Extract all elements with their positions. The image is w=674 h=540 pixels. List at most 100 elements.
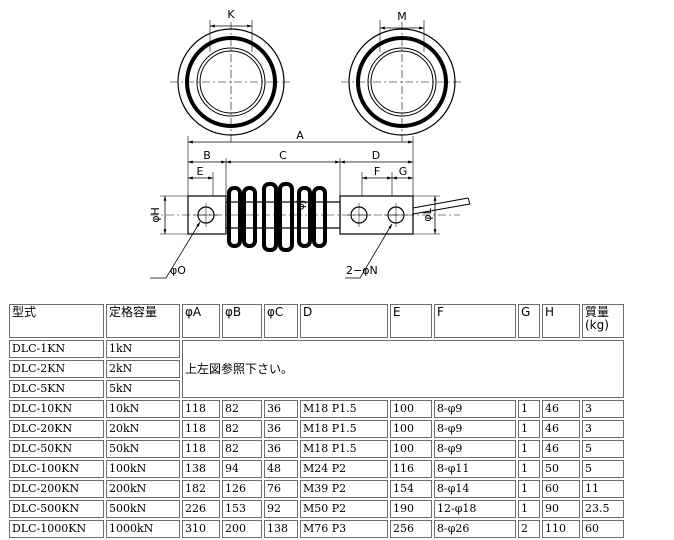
- cell-h: 60: [542, 480, 580, 498]
- cell-c: 92: [264, 500, 298, 518]
- dim-label-e: E: [197, 165, 204, 178]
- dim-label-d: D: [372, 149, 380, 162]
- side-view: [150, 182, 471, 252]
- cell-f: 8-φ9: [434, 440, 516, 458]
- cell-b: 82: [222, 400, 262, 418]
- cell-f: 8-φ14: [434, 480, 516, 498]
- cell-model: DLC-1KN: [9, 340, 104, 358]
- dim-label-c: C: [279, 149, 287, 162]
- cell-mass: 3: [582, 400, 624, 418]
- cell-model: DLC-50KN: [9, 440, 104, 458]
- cell-model: DLC-5KN: [9, 380, 104, 398]
- cell-h: 46: [542, 420, 580, 438]
- cell-c: 36: [264, 400, 298, 418]
- cell-e: 256: [390, 520, 432, 538]
- dim-label-f: F: [374, 165, 380, 178]
- cell-g: 1: [518, 500, 540, 518]
- cell-a: 310: [182, 520, 220, 538]
- cell-g: 1: [518, 480, 540, 498]
- cell-f: 8-φ11: [434, 460, 516, 478]
- dim-label-m: M: [397, 10, 407, 23]
- cell-mass: 23.5: [582, 500, 624, 518]
- cell-a: 226: [182, 500, 220, 518]
- cell-model: DLC-200KN: [9, 480, 104, 498]
- spec-table: 型式 定格容量 φA φB φC D E F G H 質量 (kg) DLC-1…: [7, 302, 626, 540]
- cell-a: 118: [182, 400, 220, 418]
- cell-b: 126: [222, 480, 262, 498]
- header-e: E: [390, 304, 432, 338]
- cell-c: 36: [264, 420, 298, 438]
- cell-b: 200: [222, 520, 262, 538]
- cell-c: 48: [264, 460, 298, 478]
- cell-capacity: 1000kN: [106, 520, 180, 538]
- end-view-left: [170, 20, 292, 142]
- cell-c: 36: [264, 440, 298, 458]
- header-a: φA: [182, 304, 220, 338]
- see-drawing-note: 上左図参照下さい。: [182, 340, 624, 398]
- cell-f: 8-φ26: [434, 520, 516, 538]
- cell-e: 100: [390, 420, 432, 438]
- cell-model: DLC-500KN: [9, 500, 104, 518]
- table-row: DLC-500KN 500kN 226 153 92 M50 P2 190 12…: [9, 500, 624, 518]
- cell-b: 153: [222, 500, 262, 518]
- dim-label-k: K: [227, 8, 235, 21]
- cell-h: 110: [542, 520, 580, 538]
- cell-a: 138: [182, 460, 220, 478]
- technical-drawing: K M A B C D E F G: [149, 8, 471, 279]
- cell-h: 46: [542, 440, 580, 458]
- cell-g: 1: [518, 420, 540, 438]
- table-header-row: 型式 定格容量 φA φB φC D E F G H 質量 (kg): [9, 304, 624, 338]
- cell-capacity: 20kN: [106, 420, 180, 438]
- cell-model: DLC-100KN: [9, 460, 104, 478]
- cell-mass: 3: [582, 420, 624, 438]
- side-view-dimensions: [187, 136, 414, 200]
- cell-f: 8-φ9: [434, 420, 516, 438]
- dim-label-g: G: [399, 165, 408, 178]
- table-row: DLC-20KN 20kN 118 82 36 M18 P1.5 100 8-φ…: [9, 420, 624, 438]
- cell-h: 90: [542, 500, 580, 518]
- cell-capacity: 2kN: [106, 360, 180, 378]
- table-row: DLC-10KN 10kN 118 82 36 M18 P1.5 100 8-φ…: [9, 400, 624, 418]
- cell-h: 46: [542, 400, 580, 418]
- cell-g: 1: [518, 440, 540, 458]
- table-row: DLC-1KN 1kN 上左図参照下さい。: [9, 340, 624, 398]
- header-mass: 質量 (kg): [582, 304, 624, 338]
- cell-d: M18 P1.5: [300, 440, 388, 458]
- cell-d: M24 P2: [300, 460, 388, 478]
- header-b: φB: [222, 304, 262, 338]
- dim-label-j: φJ: [294, 200, 307, 211]
- dim-label-n: 2−φN: [346, 264, 378, 277]
- cell-e: 116: [390, 460, 432, 478]
- cell-d: M39 P2: [300, 480, 388, 498]
- cell-b: 82: [222, 420, 262, 438]
- table-row: DLC-50KN 50kN 118 82 36 M18 P1.5 100 8-φ…: [9, 440, 624, 458]
- cell-a: 118: [182, 440, 220, 458]
- table-row: DLC-1000KN 1000kN 310 200 138 M76 P3 256…: [9, 520, 624, 538]
- cell-mass: 5: [582, 460, 624, 478]
- cell-d: M50 P2: [300, 500, 388, 518]
- cell-mass: 60: [582, 520, 624, 538]
- cell-a: 118: [182, 420, 220, 438]
- cell-mass: 5: [582, 440, 624, 458]
- cell-d: M18 P1.5: [300, 400, 388, 418]
- dim-label-o: φO: [170, 264, 186, 277]
- table-row: DLC-5KN 5kN: [9, 380, 624, 398]
- cell-e: 154: [390, 480, 432, 498]
- cell-b: 94: [222, 460, 262, 478]
- cell-mass: 11: [582, 480, 624, 498]
- cell-capacity: 10kN: [106, 400, 180, 418]
- table-row: DLC-200KN 200kN 182 126 76 M39 P2 154 8-…: [9, 480, 624, 498]
- cell-c: 76: [264, 480, 298, 498]
- cell-c: 138: [264, 520, 298, 538]
- header-d: D: [300, 304, 388, 338]
- header-g: G: [518, 304, 540, 338]
- cell-model: DLC-10KN: [9, 400, 104, 418]
- cell-model: DLC-20KN: [9, 420, 104, 438]
- cell-model: DLC-1000KN: [9, 520, 104, 538]
- end-view-right: [341, 20, 463, 142]
- table-row: DLC-100KN 100kN 138 94 48 M24 P2 116 8-φ…: [9, 460, 624, 478]
- cell-g: 1: [518, 460, 540, 478]
- cell-h: 50: [542, 460, 580, 478]
- cell-d: M76 P3: [300, 520, 388, 538]
- cell-capacity: 1kN: [106, 340, 180, 358]
